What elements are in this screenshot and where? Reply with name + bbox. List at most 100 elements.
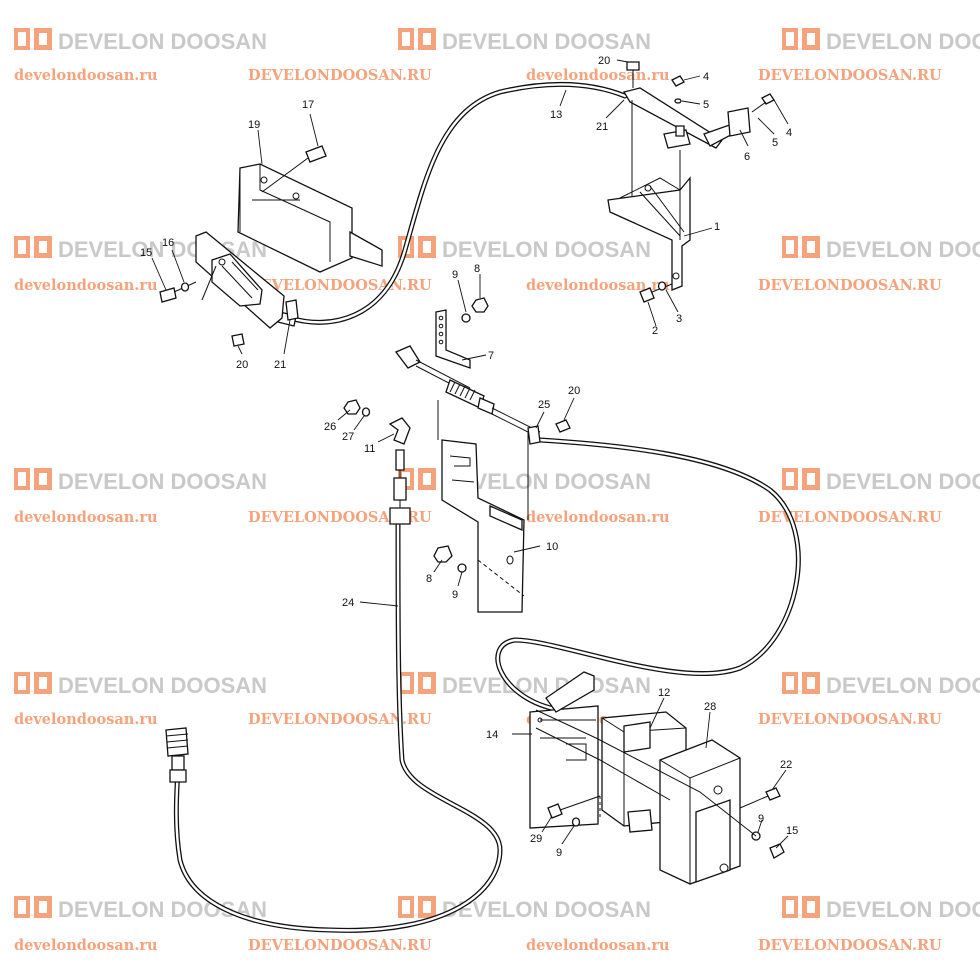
develon-logo-icon — [782, 28, 820, 50]
callout-9-low: 9 — [452, 589, 458, 601]
watermark-brand: DEVELON DOOSAN — [58, 897, 267, 922]
watermark-brand: DEVELON DOOSAN — [58, 469, 267, 494]
develon-logo-icon — [14, 236, 52, 258]
callout-1: 1 — [714, 221, 720, 233]
watermark-brand: DEVELON DOOSAN — [826, 673, 980, 698]
bolt-29 — [547, 795, 601, 819]
callout-15-left: 15 — [140, 247, 152, 259]
cover-28 — [659, 739, 741, 885]
washer-3 — [657, 281, 667, 291]
watermark-site: DEVELONDOOSAN.RU — [758, 277, 942, 294]
develon-logo-icon — [782, 896, 820, 918]
washer-9-mid — [461, 313, 471, 323]
watermark-site: develondoosan.ru — [526, 67, 670, 84]
callout-26: 26 — [324, 421, 336, 433]
clip-21-left — [285, 299, 299, 321]
cable-24-fitting — [389, 449, 411, 525]
callout-21-top: 21 — [596, 121, 608, 133]
watermark-brand: DEVELON DOOSAN — [442, 897, 651, 922]
callout-16: 16 — [162, 237, 174, 249]
watermark-site: DEVELONDOOSAN.RU — [758, 937, 942, 954]
cable-24 — [173, 517, 503, 933]
bracket-14 — [529, 671, 599, 829]
bolt-20-left — [231, 333, 245, 347]
bracket-7 — [435, 309, 471, 369]
watermark-brand: DEVELON DOOSAN — [826, 897, 980, 922]
nut-8-mid — [471, 297, 489, 313]
callout-19: 19 — [248, 119, 260, 131]
callout-6: 6 — [744, 151, 750, 163]
develon-logo-icon — [782, 236, 820, 258]
callout-9-right: 9 — [758, 813, 764, 825]
callout-25: 25 — [538, 399, 550, 411]
callout-10: 10 — [546, 541, 558, 553]
watermark-site: DEVELONDOOSAN.RU — [758, 67, 942, 84]
develon-logo-icon — [14, 468, 52, 490]
callout-29: 29 — [530, 833, 542, 845]
washer-27 — [361, 407, 371, 417]
callout-12: 12 — [658, 687, 670, 699]
watermark-site: develondoosan.ru — [526, 509, 670, 526]
callout-27: 27 — [342, 431, 354, 443]
develon-logo-icon — [398, 896, 436, 918]
watermark-brand: DEVELON DOOSAN — [442, 237, 651, 262]
bolt-17 — [261, 145, 327, 193]
bolt-20-mid — [555, 419, 571, 433]
control-cable-head — [394, 345, 541, 439]
elbow-11 — [388, 417, 411, 445]
watermark-brand: DEVELON DOOSAN — [58, 29, 267, 54]
callout-5-right: 5 — [772, 137, 778, 149]
watermark-site: DEVELONDOOSAN.RU — [248, 67, 432, 84]
callout-5-top: 5 — [703, 99, 709, 111]
bracket-19 — [237, 163, 383, 273]
watermark-site: DEVELONDOOSAN.RU — [248, 509, 432, 526]
callout-22: 22 — [780, 759, 792, 771]
watermark-site: develondoosan.ru — [14, 277, 158, 294]
watermark-site: DEVELONDOOSAN.RU — [758, 509, 942, 526]
callout-11: 11 — [364, 443, 375, 455]
callout-8-low: 8 — [426, 573, 432, 585]
watermark-site: develondoosan.ru — [526, 937, 670, 954]
washer-16 — [180, 282, 190, 292]
watermark-brand: DEVELON DOOSAN — [826, 237, 980, 262]
watermark-site: develondoosan.ru — [14, 937, 158, 954]
bolt-22 — [739, 787, 781, 809]
plate-cover — [195, 231, 285, 329]
callout-3: 3 — [676, 313, 682, 325]
callout-24: 24 — [342, 597, 354, 609]
clip-25 — [527, 425, 541, 445]
callout-4-top: 4 — [703, 71, 709, 83]
cable-main — [495, 437, 801, 713]
develon-logo-icon — [14, 672, 52, 694]
watermark-brand: DEVELON DOOSAN — [826, 469, 980, 494]
callout-9-bottom: 9 — [556, 847, 562, 859]
callout-20-top: 20 — [598, 55, 610, 67]
develon-logo-icon — [782, 672, 820, 694]
callout-7: 7 — [488, 350, 494, 362]
callout-labels: 20 4 5 13 21 5 4 6 1 17 19 16 15 20 21 9… — [140, 55, 798, 859]
watermark-brand: DEVELON DOOSAN — [442, 29, 651, 54]
cable-24-end-fitting — [165, 727, 189, 783]
callout-13: 13 — [550, 109, 562, 121]
callout-20-left: 20 — [236, 359, 248, 371]
leader-lines — [151, 59, 789, 849]
bolt-15-right — [769, 843, 785, 859]
bracket-1 — [607, 176, 691, 291]
develon-logo-icon — [398, 672, 436, 694]
watermark-brand: DEVELON DOOSAN — [442, 673, 651, 698]
nut-8-low — [433, 545, 453, 563]
watermark-site: develondoosan.ru — [14, 711, 158, 728]
lever-rod — [622, 87, 751, 240]
bolt-4-top — [671, 75, 685, 87]
develon-logo-icon — [398, 28, 436, 50]
callout-17: 17 — [302, 99, 314, 111]
callout-28: 28 — [704, 701, 716, 713]
watermark-site: DEVELONDOOSAN.RU — [758, 711, 942, 728]
bolt-15-left — [159, 281, 197, 303]
watermark-site: DEVELONDOOSAN.RU — [248, 937, 432, 954]
callout-2: 2 — [652, 325, 658, 337]
callout-8-mid: 8 — [474, 263, 480, 275]
